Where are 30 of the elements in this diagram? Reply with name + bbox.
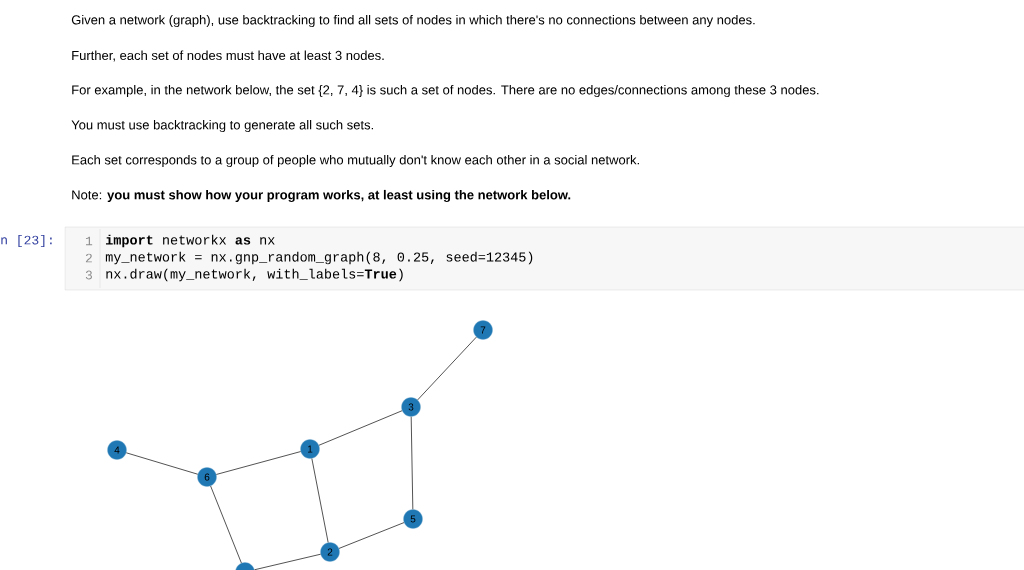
line-number: 2 [85, 253, 92, 263]
prompt-label: n [23]: [1, 234, 52, 248]
graph-node: 5 [403, 509, 423, 529]
code-line: my_network = nx.gnp_random_graph(8, 0.25, seed=12345) [105, 251, 533, 265]
edge-line [311, 458, 329, 543]
edge-line [410, 416, 414, 510]
graph-node: 6 [197, 467, 217, 487]
code-line: import networkx as nx [106, 234, 275, 248]
graph-node: 1 [300, 439, 320, 459]
paragraph: You must use backtracking to generate all such sets. [71, 119, 373, 133]
edge-line [417, 336, 477, 401]
edge-line [338, 522, 405, 549]
paragraph: Note: you must show how your program works, at least using the network below. [72, 189, 571, 203]
paragraph: For example, in the network below, the set {2, 7, 4} is such a set of nodes. There are no edges/connections among these 3 nodes. [72, 84, 819, 98]
edge-line [210, 485, 242, 564]
edge-line [125, 452, 199, 475]
edge-line [318, 410, 403, 446]
paragraph: Given a network (graph), use backtracking to find all sets of nodes in which there's no connections between any nodes. [71, 14, 755, 28]
graph-node: 3 [401, 397, 421, 417]
edge-line [254, 553, 321, 570]
graph-node: 7 [473, 320, 493, 340]
line-number: 3 [85, 270, 92, 280]
graph-node: 2 [320, 542, 340, 562]
code-line: nx.draw(my_network, with_labels=True) [106, 268, 403, 282]
edge-line [215, 451, 302, 475]
paragraph: Further, each set of nodes must have at least 3 nodes. [72, 50, 384, 62]
line-number: 1 [85, 236, 93, 246]
graph-node: 4 [107, 440, 127, 460]
graph-node [235, 562, 255, 570]
paragraph: Each set corresponds to a group of people who mutually don't know each other in a social network. [72, 154, 639, 168]
